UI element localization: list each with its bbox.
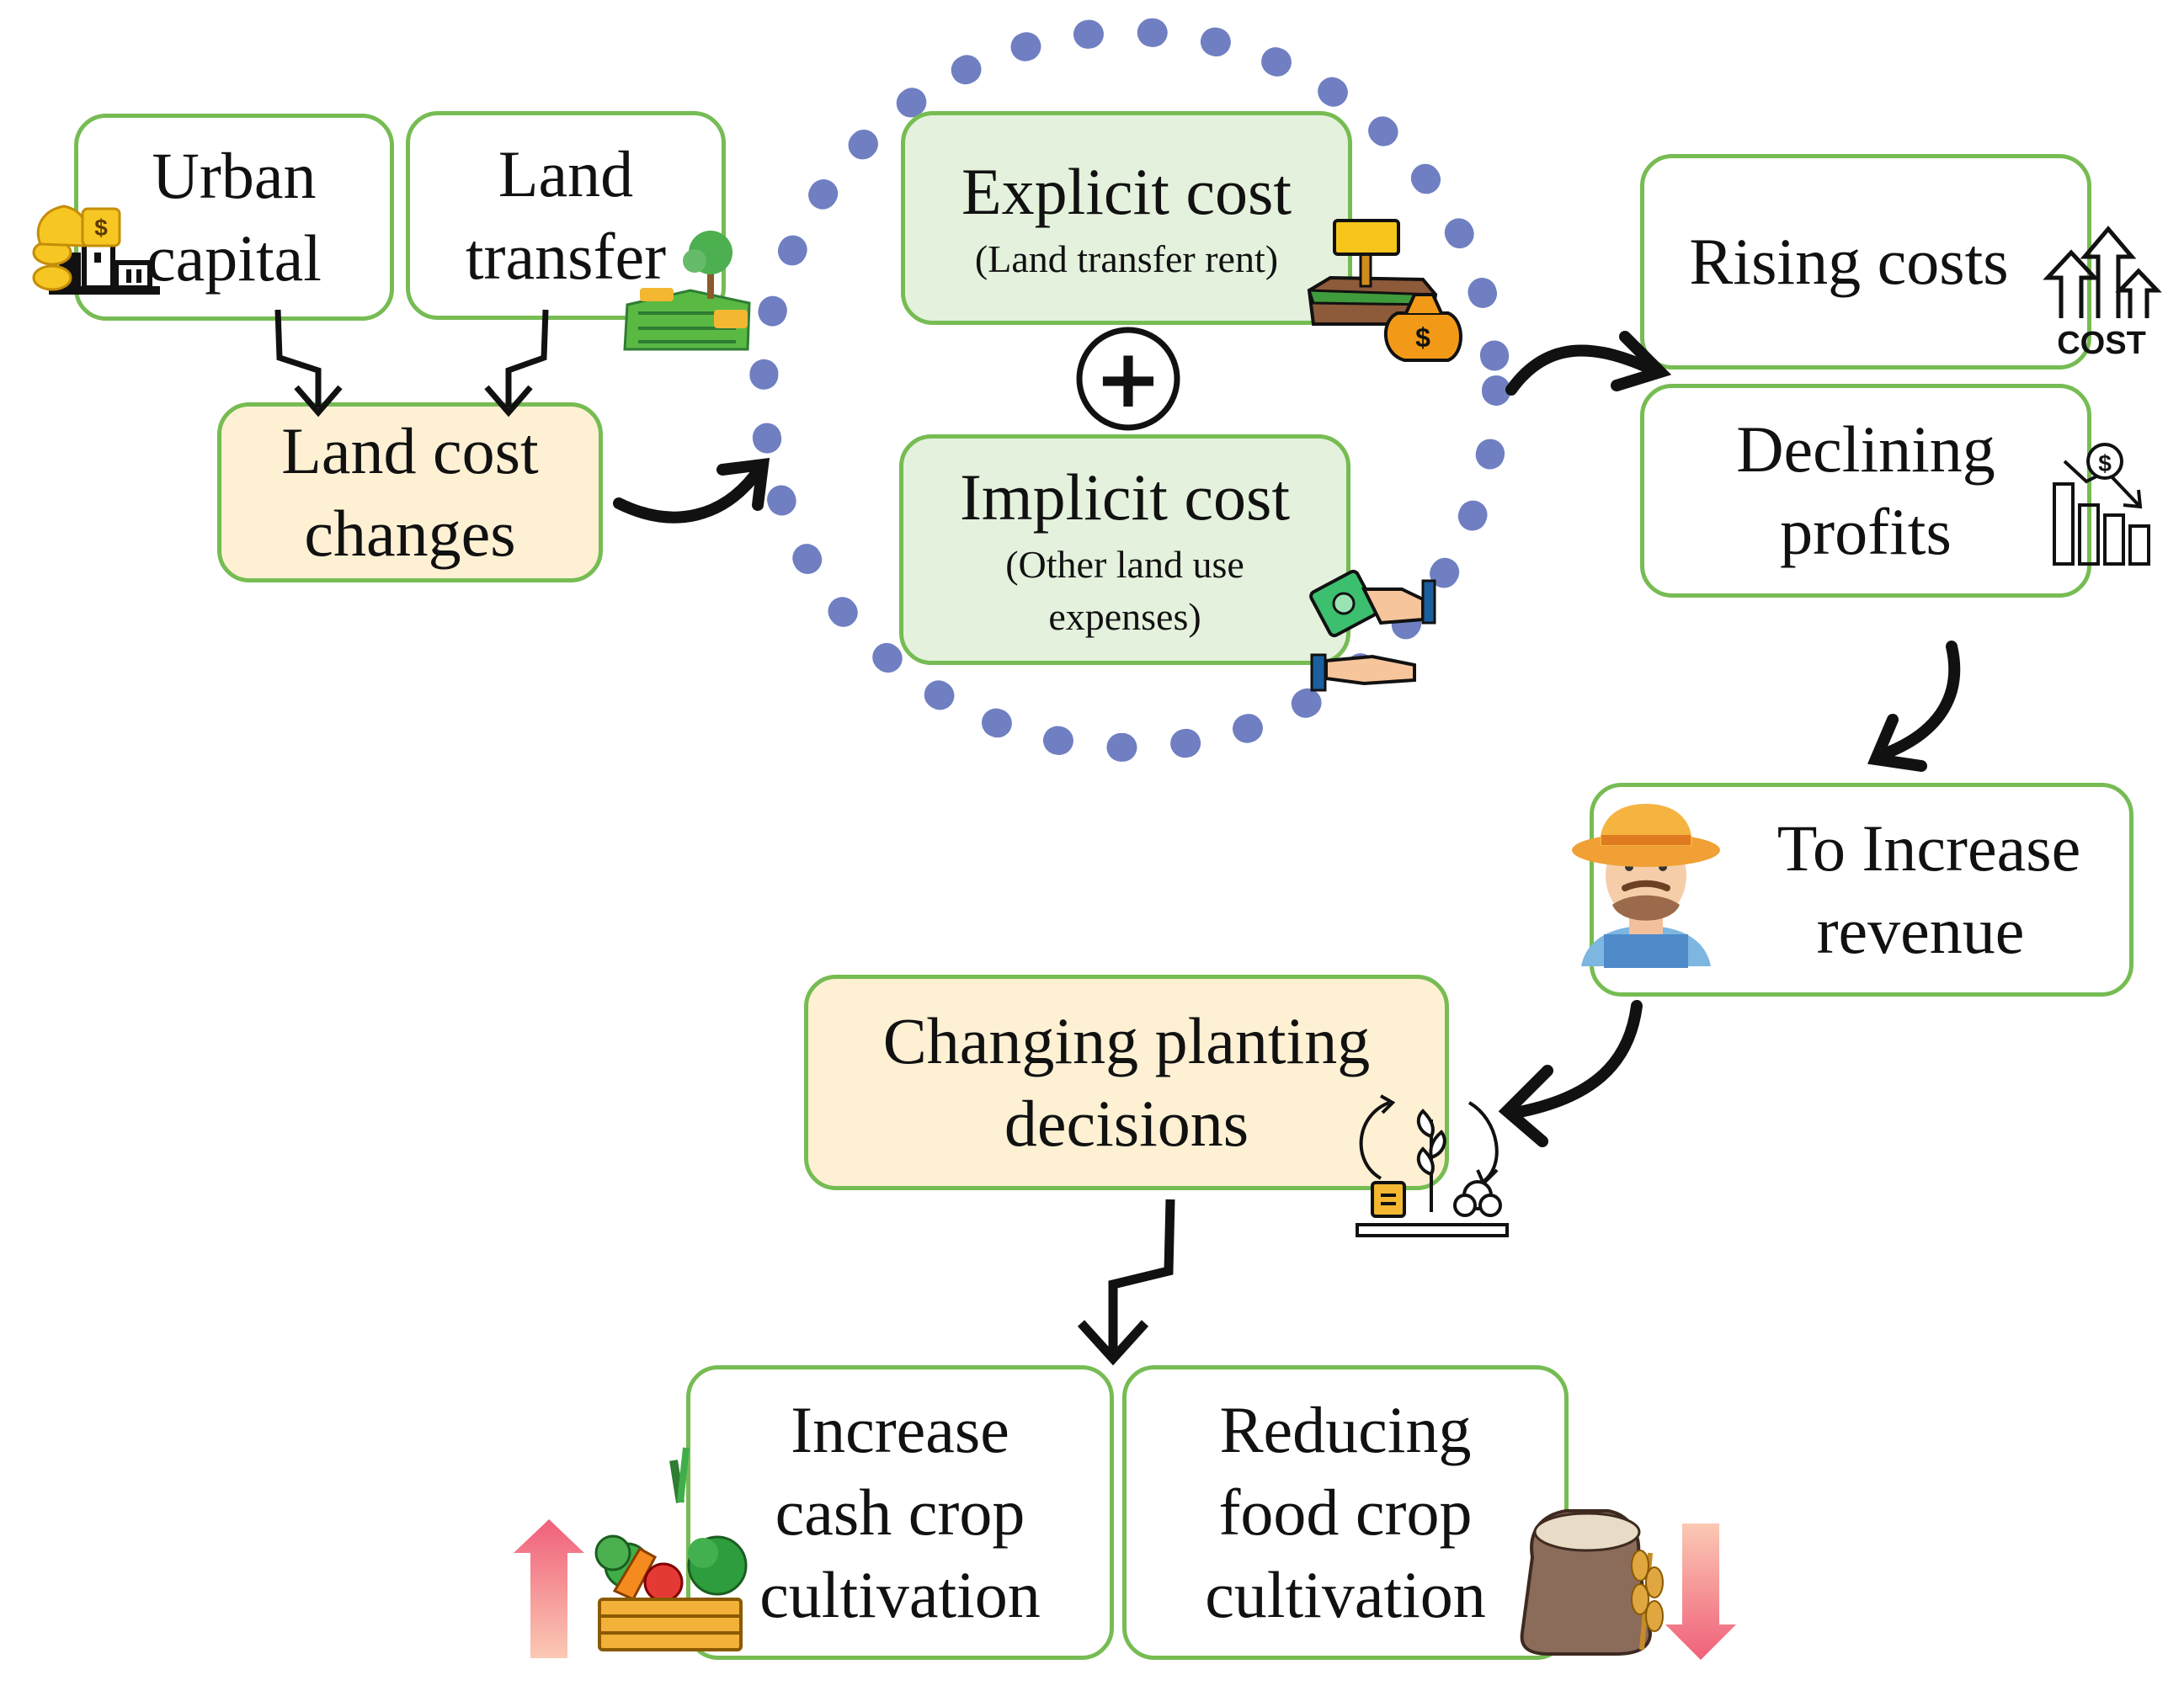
increase-cash-crop-line-1: Increase — [791, 1393, 1009, 1466]
arrow-revenue-to-decisions — [1498, 1000, 1643, 1147]
land-cost-changes-box: Land cost changes — [217, 402, 603, 582]
decrease-arrow-icon — [1665, 1523, 1736, 1660]
planting-cycle-icon — [1356, 1094, 1509, 1237]
declining-profits-box: Declining profits — [1640, 384, 2091, 598]
urban-capital-box: Urban capital — [74, 114, 394, 321]
changing-planting-decisions-line-1: Changing planting — [882, 1004, 1371, 1077]
changing-planting-decisions-line-2: decisions — [1004, 1087, 1249, 1160]
grain-sack-icon — [1520, 1509, 1664, 1656]
land-cost-changes-line-1: Land cost — [281, 414, 539, 487]
explicit-cost-title: Explicit cost — [961, 155, 1292, 228]
explicit-cost-box: Explicit cost (Land transfer rent) — [901, 111, 1352, 325]
arrow-transfer-to-landcost — [484, 309, 549, 417]
rising-cost-icon: COST — [2043, 226, 2162, 361]
declining-profits-line-1: Declining — [1736, 412, 1995, 486]
arrow-circle-to-rising — [1505, 331, 1672, 396]
increase-cash-crop-line-2: cash crop — [775, 1476, 1025, 1549]
implicit-cost-subtitle-2: expenses) — [1048, 595, 1201, 638]
field-icon — [623, 231, 751, 351]
arrow-decisions-to-outcomes — [1077, 1199, 1175, 1366]
land-transfer-box: Land transfer — [406, 111, 726, 320]
implicit-cost-title: Implicit cost — [959, 460, 1291, 534]
declining-money-symbol: $ — [2098, 450, 2112, 476]
to-increase-revenue-line-2: revenue — [1816, 894, 2025, 967]
implicit-cost-subtitle-1: (Other land use — [1005, 543, 1244, 586]
urban-capital-line-1: Urban — [152, 139, 317, 212]
arrow-urban-to-landcost — [274, 309, 343, 417]
land-transfer-line-1: Land — [498, 137, 634, 210]
land-cost-changes-line-2: changes — [304, 497, 516, 570]
reducing-food-crop-line-3: cultivation — [1205, 1558, 1486, 1631]
arrow-landcost-to-circle — [613, 457, 770, 524]
reducing-food-crop-box: Reducing food crop cultivation — [1122, 1365, 1569, 1660]
explicit-cost-subtitle: (Land transfer rent) — [974, 237, 1279, 280]
vegetable-crate-icon — [594, 1447, 748, 1651]
dashed-circle — [749, 18, 1510, 762]
plus-label: + — [1094, 332, 1163, 426]
increase-cash-crop-box: Increase cash crop cultivation — [686, 1365, 1114, 1660]
hands-money-icon — [1309, 569, 1436, 692]
reducing-food-crop-line-1: Reducing — [1219, 1393, 1472, 1466]
changing-planting-decisions-box: Changing planting decisions — [804, 975, 1449, 1190]
cost-label: COST — [2057, 326, 2146, 361]
plus-circle — [1076, 327, 1180, 431]
rising-costs-label: Rising costs — [1689, 225, 2009, 298]
increase-cash-crop-line-3: cultivation — [759, 1558, 1041, 1631]
to-increase-revenue-line-1: To Increase — [1776, 811, 2081, 885]
reducing-food-crop-line-2: food crop — [1218, 1476, 1473, 1549]
city-money-symbol: $ — [94, 215, 108, 241]
land-sign-money-icon: $ — [1307, 219, 1462, 362]
rising-costs-box: Rising costs — [1640, 154, 2091, 370]
increase-arrow-icon — [514, 1519, 584, 1658]
land-transfer-line-2: transfer — [465, 220, 667, 293]
farmer-avatar-icon — [1572, 804, 1720, 968]
declining-chart-icon: $ — [2053, 443, 2150, 566]
arrow-declining-to-revenue — [1867, 641, 1961, 772]
city-money-icon: $ — [32, 205, 160, 295]
implicit-cost-box: Implicit cost (Other land use expenses) — [899, 434, 1350, 665]
declining-profits-line-2: profits — [1780, 495, 1952, 568]
land-sign-money-symbol: $ — [1415, 322, 1430, 353]
urban-capital-line-2: capital — [146, 221, 322, 295]
